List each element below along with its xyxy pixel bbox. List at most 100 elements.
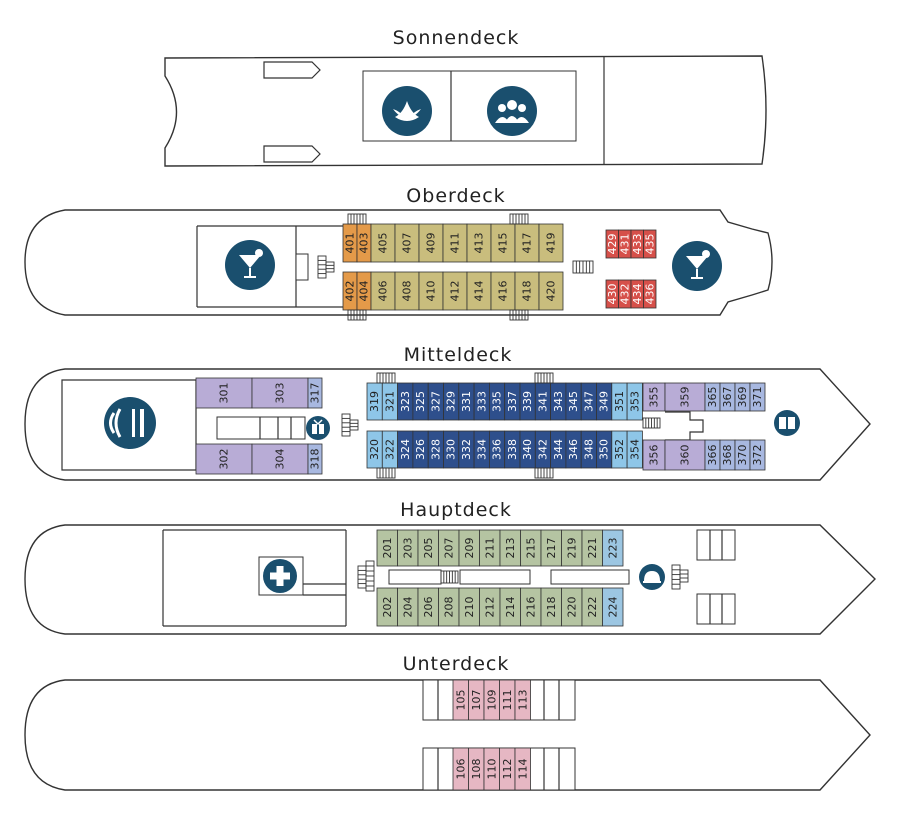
cabin-209[interactable]: 209 (458, 529, 480, 567)
cabin-354[interactable]: 354 (626, 430, 643, 469)
cabin-356[interactable]: 356 (642, 439, 666, 471)
cabin-338[interactable]: 338 (504, 430, 521, 469)
cabin-340[interactable]: 340 (519, 430, 536, 469)
cabin-222[interactable]: 222 (581, 587, 603, 627)
cabin-223[interactable]: 223 (602, 529, 624, 567)
cabin-432[interactable]: 432 (618, 279, 632, 309)
cabin-105[interactable]: 105 (452, 679, 469, 721)
cabin-406[interactable]: 406 (370, 271, 396, 311)
cabin-349[interactable]: 349 (596, 382, 613, 421)
cabin-420[interactable]: 420 (538, 271, 564, 311)
cabin-337[interactable]: 337 (504, 382, 521, 421)
cabin-371[interactable]: 371 (749, 382, 766, 412)
cabin-434[interactable]: 434 (630, 279, 644, 309)
cabin-418[interactable]: 418 (514, 271, 540, 311)
cabin-413[interactable]: 413 (466, 223, 492, 263)
cabin-372[interactable]: 372 (749, 439, 766, 471)
cabin-215[interactable]: 215 (520, 529, 542, 567)
cabin-333[interactable]: 333 (473, 382, 490, 421)
cabin-411[interactable]: 411 (442, 223, 468, 263)
cabin-348[interactable]: 348 (580, 430, 597, 469)
cabin-416[interactable]: 416 (490, 271, 516, 311)
cabin-106[interactable]: 106 (452, 747, 469, 791)
cabin-353[interactable]: 353 (626, 382, 643, 421)
cabin-343[interactable]: 343 (550, 382, 567, 421)
cabin-433[interactable]: 433 (630, 229, 644, 259)
cabin-419[interactable]: 419 (538, 223, 564, 263)
cabin-111[interactable]: 111 (499, 679, 516, 721)
cabin-212[interactable]: 212 (479, 587, 501, 627)
cabin-320[interactable]: 320 (366, 430, 383, 469)
cabin-219[interactable]: 219 (561, 529, 583, 567)
cabin-409[interactable]: 409 (418, 223, 444, 263)
cabin-327[interactable]: 327 (427, 382, 444, 421)
cabin-336[interactable]: 336 (488, 430, 506, 469)
cabin-417[interactable]: 417 (514, 223, 540, 263)
cabin-344[interactable]: 344 (550, 430, 567, 469)
cabin-328[interactable]: 328 (427, 430, 444, 469)
cabin-326[interactable]: 326 (412, 430, 429, 469)
cabin-350[interactable]: 350 (596, 430, 613, 469)
cabin-109[interactable]: 109 (483, 679, 500, 721)
cabin-331[interactable]: 331 (458, 382, 475, 421)
cabin-204[interactable]: 204 (397, 587, 419, 627)
cabin-352[interactable]: 352 (611, 430, 628, 469)
cabin-407[interactable]: 407 (394, 223, 420, 263)
cabin-217[interactable]: 217 (540, 529, 562, 567)
cabin-211[interactable]: 211 (479, 529, 501, 567)
cabin-214[interactable]: 214 (499, 587, 521, 627)
cabin-410[interactable]: 410 (418, 271, 444, 311)
cabin-404[interactable]: 404 (356, 271, 372, 311)
cabin-341[interactable]: 341 (534, 382, 551, 421)
cabin-321[interactable]: 321 (381, 382, 398, 421)
cabin-402[interactable]: 402 (342, 271, 358, 311)
cabin-408[interactable]: 408 (394, 271, 420, 311)
cabin-210[interactable]: 210 (458, 587, 480, 627)
cabin-202[interactable]: 202 (376, 587, 398, 627)
cabin-346[interactable]: 346 (565, 430, 582, 469)
cabin-304[interactable]: 304 (251, 443, 309, 475)
cabin-322[interactable]: 322 (381, 430, 398, 469)
cabin-339[interactable]: 339 (519, 382, 536, 421)
cabin-345[interactable]: 345 (565, 382, 582, 421)
cabin-330[interactable]: 330 (443, 430, 460, 469)
cabin-302[interactable]: 302 (195, 443, 253, 475)
cabin-412[interactable]: 412 (442, 271, 468, 311)
cabin-367[interactable]: 367 (719, 382, 736, 412)
cabin-414[interactable]: 414 (466, 271, 492, 311)
cabin-107[interactable]: 107 (468, 679, 485, 721)
cabin-405[interactable]: 405 (370, 223, 396, 263)
cabin-324[interactable]: 324 (397, 430, 414, 469)
cabin-368[interactable]: 368 (719, 439, 736, 471)
cabin-431[interactable]: 431 (618, 229, 632, 259)
cabin-435[interactable]: 435 (643, 229, 657, 259)
cabin-203[interactable]: 203 (397, 529, 419, 567)
cabin-430[interactable]: 430 (605, 279, 619, 309)
cabin-220[interactable]: 220 (561, 587, 583, 627)
cabin-318[interactable]: 318 (307, 443, 323, 475)
cabin-201[interactable]: 201 (376, 529, 398, 567)
cabin-323[interactable]: 323 (397, 382, 414, 421)
cabin-351[interactable]: 351 (611, 382, 628, 421)
cabin-208[interactable]: 208 (438, 587, 460, 627)
cabin-207[interactable]: 207 (438, 529, 460, 567)
cabin-436[interactable]: 436 (643, 279, 657, 309)
cabin-108[interactable]: 108 (468, 747, 485, 791)
cabin-332[interactable]: 332 (458, 430, 475, 469)
cabin-113[interactable]: 113 (514, 679, 531, 721)
cabin-355[interactable]: 355 (642, 382, 666, 412)
cabin-206[interactable]: 206 (417, 587, 439, 627)
cabin-317[interactable]: 317 (307, 377, 323, 409)
cabin-224[interactable]: 224 (602, 587, 624, 627)
cabin-221[interactable]: 221 (581, 529, 603, 567)
cabin-369[interactable]: 369 (734, 382, 751, 412)
cabin-319[interactable]: 319 (366, 382, 383, 421)
cabin-429[interactable]: 429 (605, 229, 619, 259)
cabin-401[interactable]: 401 (342, 223, 358, 263)
cabin-365[interactable]: 365 (704, 382, 721, 412)
cabin-360[interactable]: 360 (664, 439, 706, 471)
cabin-370[interactable]: 370 (734, 439, 751, 471)
cabin-325[interactable]: 325 (412, 382, 429, 421)
cabin-329[interactable]: 329 (443, 382, 460, 421)
cabin-110[interactable]: 110 (483, 747, 500, 791)
